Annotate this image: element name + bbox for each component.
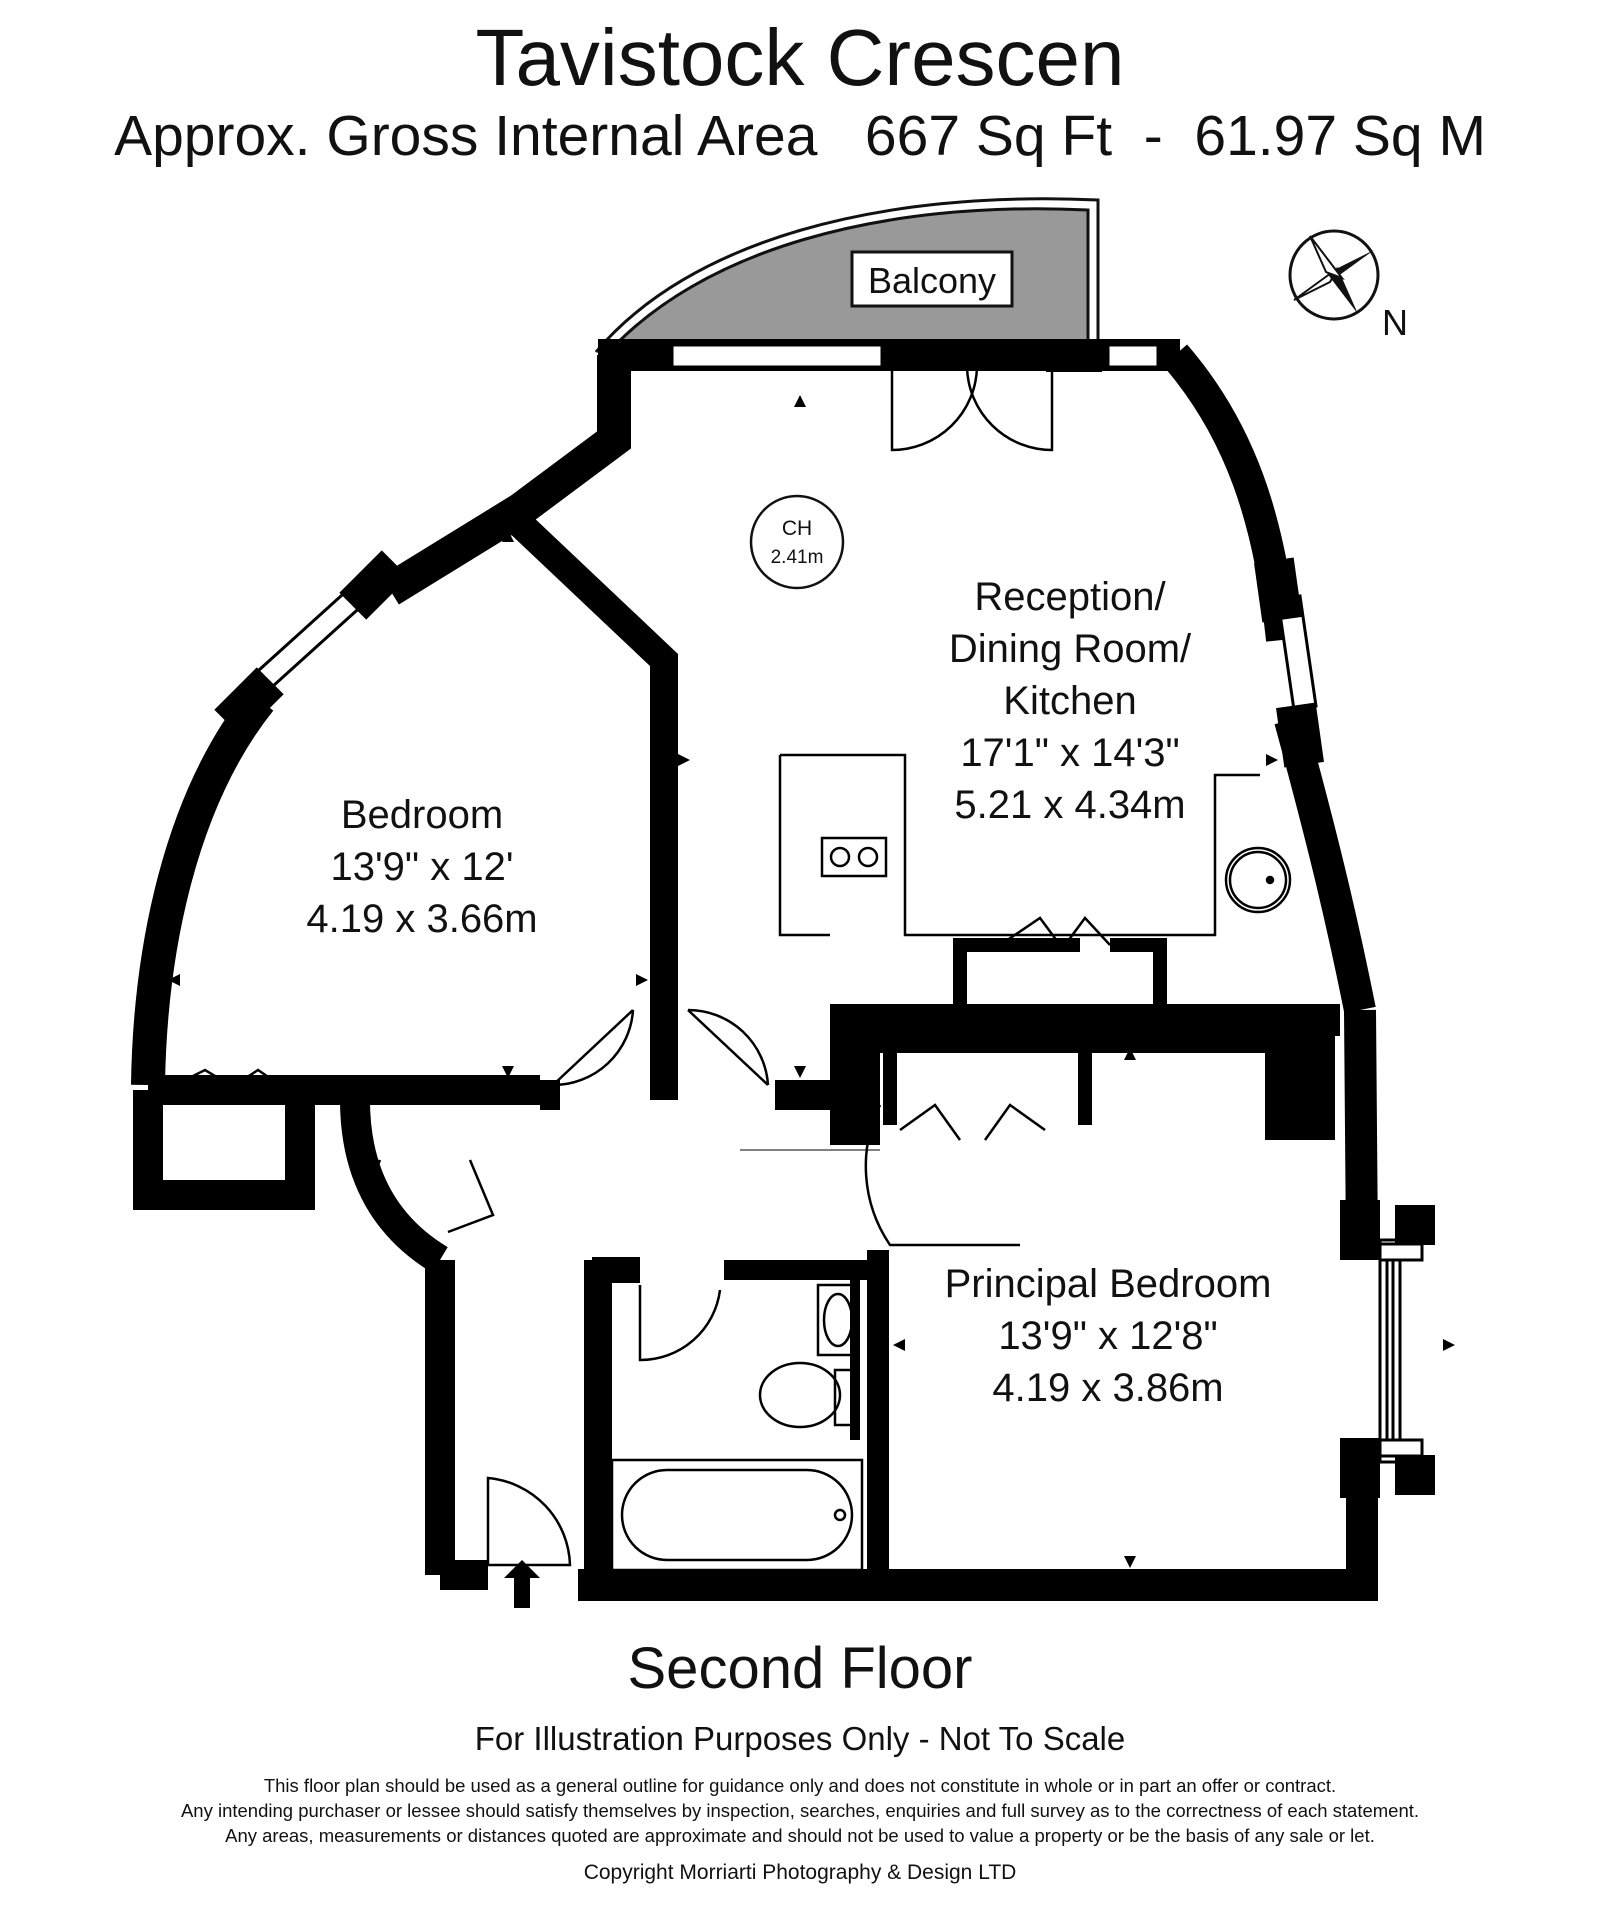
fine-print-line-1: This floor plan should be used as a gene… [263, 1775, 1337, 1796]
ceiling-height-marker [749, 494, 845, 590]
bedroom-imperial: 13'9" x 12' [331, 845, 514, 889]
principal-bedroom-name: Principal Bedroom [945, 1262, 1272, 1306]
principal-bedroom-metric: 4.19 x 3.86m [992, 1366, 1223, 1410]
entrance-arrow-icon [504, 1560, 540, 1608]
copyright: Copyright Morriarti Photography & Design… [583, 1861, 1017, 1884]
floor-name: Second Floor [627, 1636, 973, 1701]
reception-metric: 5.21 x 4.34m [954, 783, 1185, 827]
kitchen-counters [778, 753, 1292, 937]
bedroom-name: Bedroom [341, 793, 503, 837]
fine-print-line-3: Any areas, measurements or distances quo… [225, 1825, 1375, 1846]
fine-print-line-2: Any intending purchaser or lessee should… [180, 1800, 1420, 1821]
reception-name-line-2: Dining Room/ [949, 627, 1192, 671]
bedroom-metric: 4.19 x 3.66m [306, 897, 537, 941]
principal-bedroom-imperial: 13'9" x 12'8" [998, 1314, 1217, 1358]
compass-icon [1288, 229, 1380, 321]
ceiling-height-value: 2.41m [771, 547, 824, 568]
compass-north-label: N [1382, 302, 1408, 343]
reception-name-line-3: Kitchen [1003, 679, 1136, 723]
room-label-principal-bedroom: Principal Bedroom 13'9" x 12'8" 4.19 x 3… [945, 1262, 1272, 1410]
disclaimer: For Illustration Purposes Only - Not To … [474, 1720, 1126, 1757]
walls [131, 339, 1380, 1601]
balcony-area [602, 207, 1090, 357]
windows [245, 343, 1424, 1464]
reception-imperial: 17'1" x 14'3" [960, 731, 1179, 775]
ceiling-height-label: CH [782, 517, 812, 540]
plan-title: Tavistock Crescen [475, 13, 1125, 102]
balcony-label: Balcony [868, 260, 996, 301]
balcony-label-box [850, 250, 1014, 308]
gross-internal-area: Approx. Gross Internal Area 667 Sq Ft - … [114, 104, 1486, 168]
dimension-markers [168, 395, 1455, 1568]
doors [174, 366, 1111, 1567]
wall-blocks [214, 340, 1435, 1495]
reception-name-line-1: Reception/ [974, 575, 1166, 619]
floor-plan: Balcony N [131, 197, 1455, 1608]
bathroom-fixtures [610, 1283, 864, 1572]
room-label-bedroom: Bedroom 13'9" x 12' 4.19 x 3.66m [306, 793, 537, 941]
room-label-reception: Reception/ Dining Room/ Kitchen 17'1" x … [949, 575, 1192, 827]
balcony-rail [594, 197, 1100, 353]
